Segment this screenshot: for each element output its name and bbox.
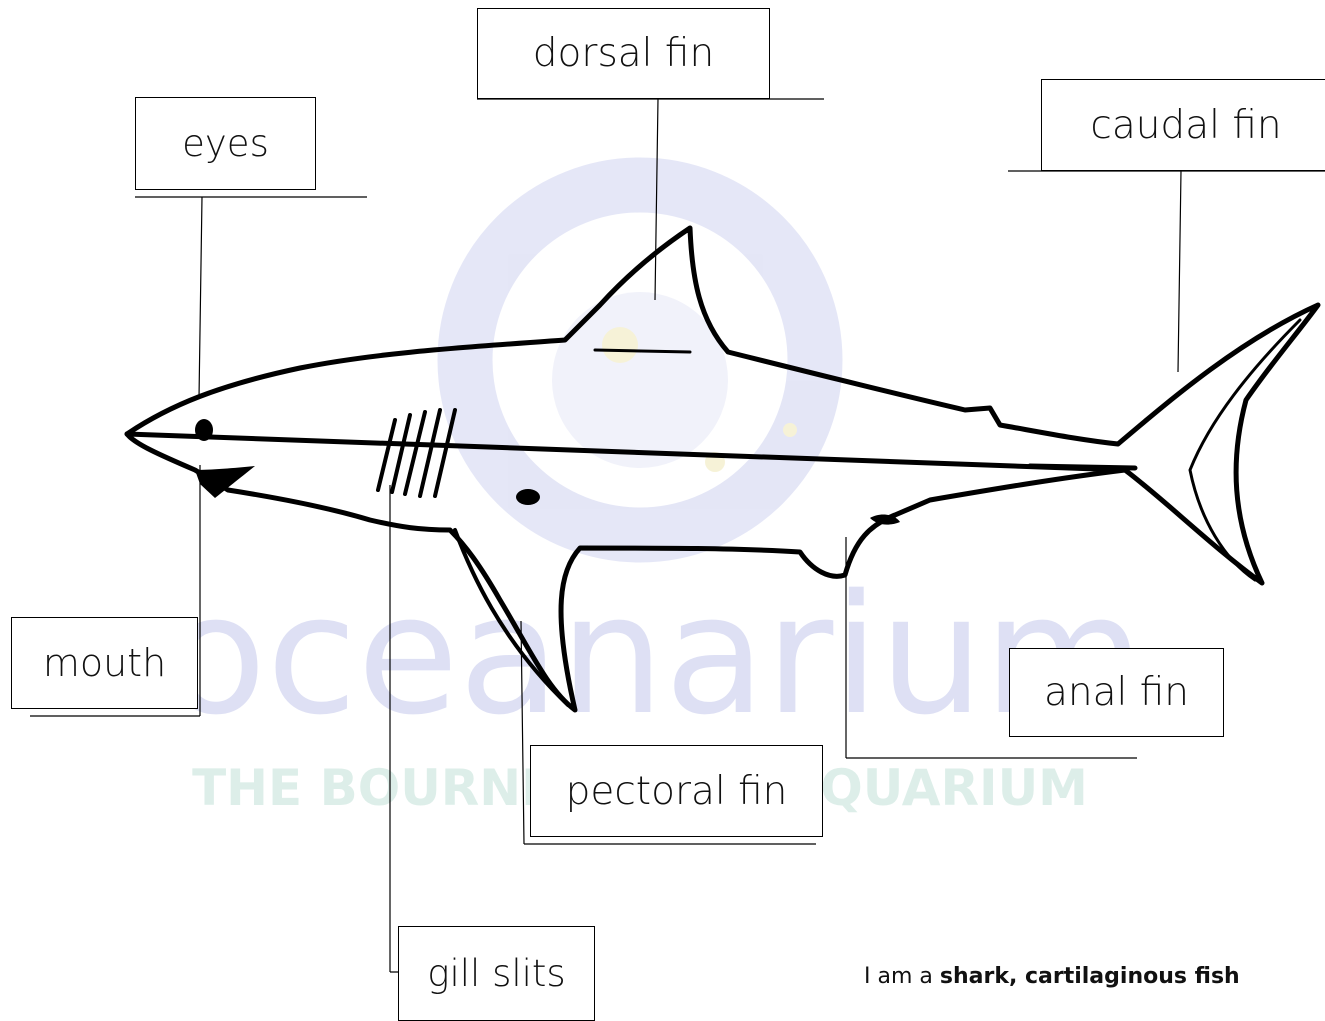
caption-bold: shark, cartilaginous fish [940,964,1240,989]
leader-line-dorsal-fin [477,99,824,300]
leader-line-caudal-fin [1008,171,1325,372]
label-eyes: eyes [135,97,316,190]
label-gill-slits: gill slits [398,926,595,1021]
label-mouth: mouth [11,617,198,709]
label-dorsal-fin: dorsal fin [477,8,770,99]
leader-line-gill-slits [390,485,398,972]
caption-prefix: I am a [864,964,940,989]
leader-line-eyes [135,197,367,398]
label-caudal-fin: caudal fin [1041,79,1325,171]
label-pectoral-fin: pectoral fin [530,745,823,837]
caption: I am a shark, cartilaginous fish [864,964,1240,989]
label-anal-fin: anal fin [1009,648,1224,737]
